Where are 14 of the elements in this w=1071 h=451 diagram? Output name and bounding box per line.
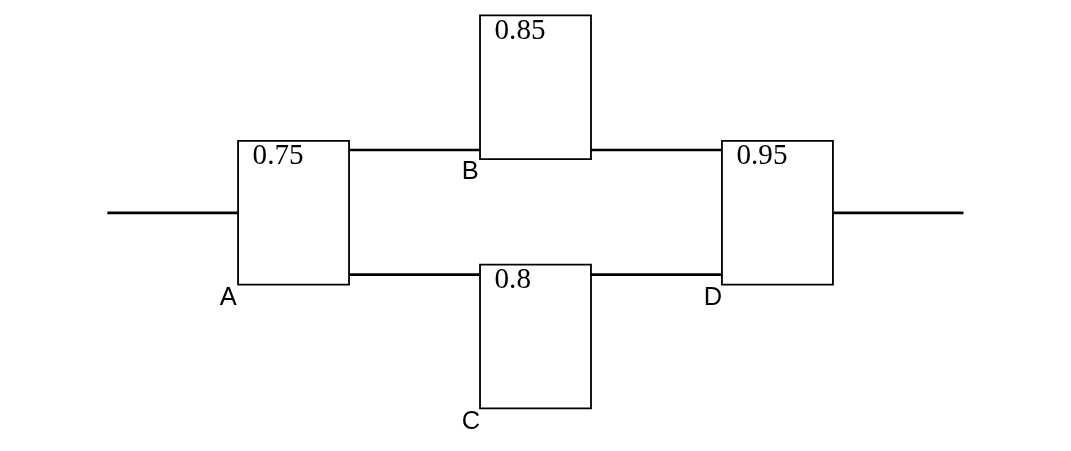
connector: [349, 148, 480, 152]
connector: [591, 273, 722, 276]
node-box: 0.85: [479, 14, 592, 160]
node-label: B: [461, 156, 479, 185]
connector: [591, 148, 722, 152]
node-label: C: [461, 405, 481, 434]
connector: [349, 273, 480, 276]
node-box: 0.8: [479, 263, 592, 410]
node-box: 0.75: [237, 140, 350, 286]
connector: [833, 211, 964, 215]
node-label: D: [703, 282, 723, 310]
node-label: A: [219, 282, 237, 310]
node-box: 0.95: [721, 140, 834, 286]
connector: [107, 211, 238, 215]
